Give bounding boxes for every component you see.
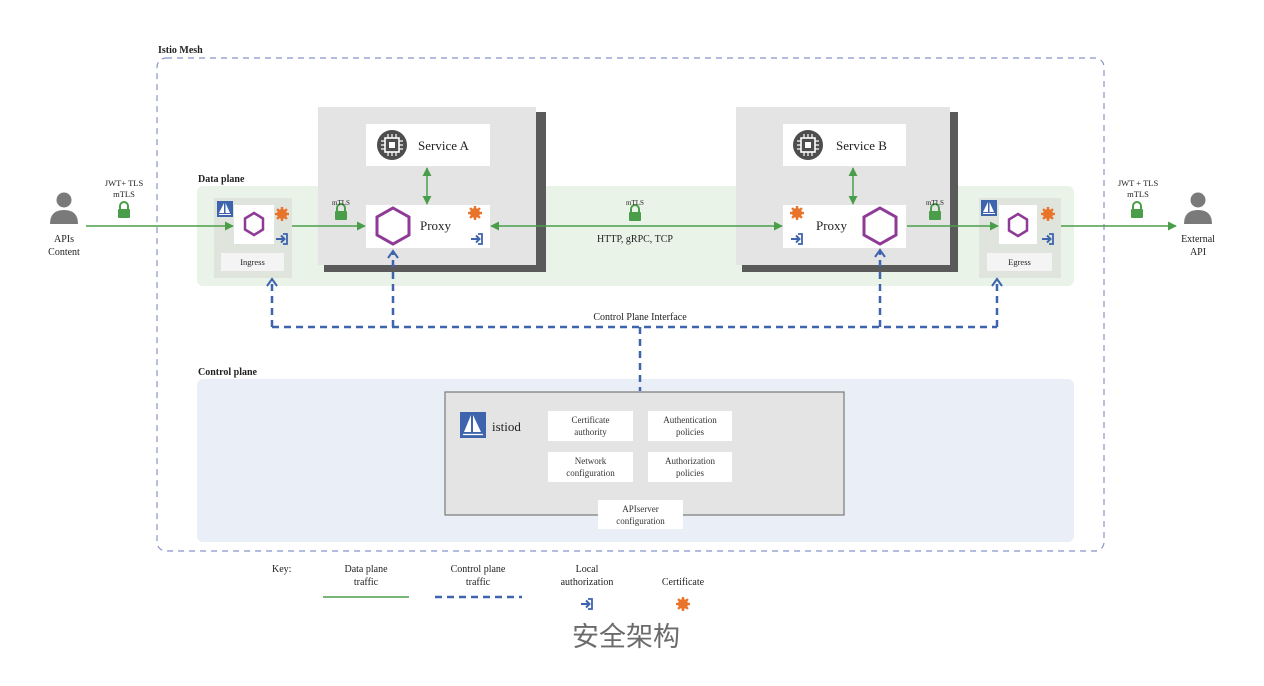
svg-text:authority: authority <box>574 427 607 437</box>
proxy-a-label: Proxy <box>420 218 452 233</box>
proxy-b-hexagon-icon <box>862 206 898 246</box>
feature-authorization-policies: Authorization policies <box>648 452 732 482</box>
user-icon <box>50 192 78 224</box>
service-a-label: Service A <box>418 138 470 153</box>
legend-local-auth-line2: authorization <box>561 577 614 588</box>
certificate-icon <box>275 207 289 221</box>
left-client-auth-line2: mTLS <box>113 189 135 199</box>
middle-protocols-label: HTTP, gRPC, TCP <box>597 234 673 245</box>
interface-label-bg <box>574 310 708 322</box>
left-client-auth-line1: JWT+ TLS <box>105 178 144 188</box>
lock-icon <box>1130 201 1144 219</box>
data-plane-title: Data plane <box>198 174 245 185</box>
egress-label: Egress <box>1008 257 1031 267</box>
legend-title: Key: <box>272 564 291 575</box>
certificate-icon <box>676 597 690 611</box>
control-plane-interface-label: Control Plane Interface <box>593 312 687 323</box>
svg-text:policies: policies <box>676 468 704 478</box>
certificate-icon <box>1041 207 1055 221</box>
legend-certificate-label: Certificate <box>662 577 705 588</box>
control-plane-title: Control plane <box>198 367 258 378</box>
svg-text:configuration: configuration <box>616 516 665 526</box>
api-server-configuration: APIserver configuration <box>598 500 683 529</box>
legend-control-plane-line2: traffic <box>466 577 491 588</box>
service-b-label: Service B <box>836 138 887 153</box>
right-client-auth-line2: mTLS <box>1127 189 1149 199</box>
proxy-a-hexagon-icon <box>375 206 411 246</box>
left-client-label-line2: Content <box>48 247 80 258</box>
right-client-auth-line1: JWT + TLS <box>1118 178 1159 188</box>
egress-hexagon-icon <box>1007 212 1029 238</box>
legend: Key: Data plane traffic Control plane tr… <box>272 564 705 611</box>
istiod-box <box>444 391 845 516</box>
mesh-boundary <box>156 57 1105 552</box>
link-middle-mtls-label: mTLS <box>626 199 644 207</box>
legend-control-plane-line1: Control plane <box>451 564 506 575</box>
watermark-text: 安全架构 <box>572 622 680 653</box>
istio-sail-icon <box>980 199 998 217</box>
feature-authentication-policies: Authentication policies <box>648 411 732 441</box>
left-client-label-line1: APIs <box>54 234 74 245</box>
legend-local-auth-line1: Local <box>576 564 599 575</box>
right-client-label-line2: API <box>1190 247 1206 258</box>
istio-logo-icon <box>460 412 486 438</box>
right-client-label-line1: External <box>1181 234 1215 245</box>
link-left-mtls-label: mTLS <box>332 199 350 207</box>
chip-icon <box>377 130 407 160</box>
certificate-icon <box>468 206 482 220</box>
proxy-b-label: Proxy <box>816 218 848 233</box>
svg-text:Authorization: Authorization <box>665 456 715 466</box>
svg-text:policies: policies <box>676 427 704 437</box>
mesh-title: Istio Mesh <box>158 45 203 56</box>
control-plane-connections <box>270 250 999 391</box>
lock-icon <box>117 201 131 219</box>
legend-data-plane-line2: traffic <box>354 577 379 588</box>
ingress-hexagon-icon <box>243 211 265 237</box>
svg-text:configuration: configuration <box>566 468 615 478</box>
svg-text:Certificate: Certificate <box>572 415 610 425</box>
legend-data-plane-line1: Data plane <box>344 564 388 575</box>
feature-certificate-authority: Certificate authority <box>548 411 633 441</box>
ingress-label: Ingress <box>240 257 265 267</box>
user-icon <box>1184 192 1212 224</box>
local-authorization-icon <box>580 598 593 610</box>
certificate-icon <box>790 206 804 220</box>
chip-icon <box>793 130 823 160</box>
svg-text:APIserver: APIserver <box>622 504 659 514</box>
svg-text:Authentication: Authentication <box>663 415 717 425</box>
link-right-mtls-label: mTLS <box>926 199 944 207</box>
feature-network-configuration: Network configuration <box>548 452 633 482</box>
control-plane-arrowheads <box>266 248 1003 287</box>
svg-text:Network: Network <box>575 456 607 466</box>
istio-sail-icon <box>216 200 234 218</box>
istiod-label: istiod <box>492 419 521 434</box>
